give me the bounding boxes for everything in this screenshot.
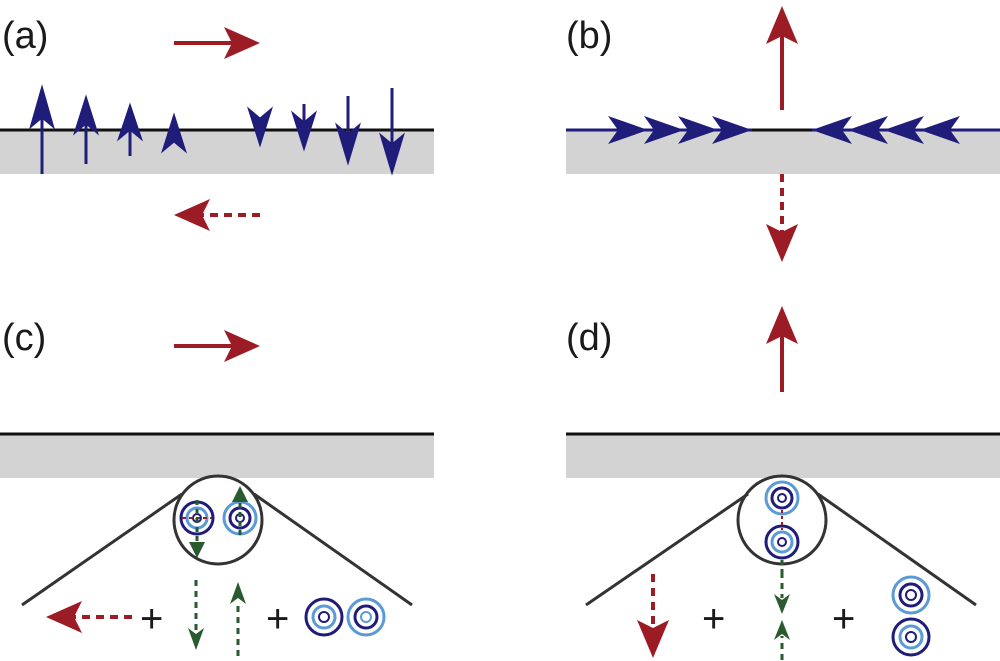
panel-c-green-down-arrow [188,580,204,650]
panel-c-plus-2: + [266,597,289,641]
panel-a-label: (a) [2,15,48,57]
panel-d-vortex-icons [891,575,931,657]
panel-a-forward-arrow [174,27,260,59]
panel-d-plus-1: + [702,597,725,641]
panel-b-substrate [566,130,1000,174]
panel-c-green-up-arrow [230,582,246,656]
panel-c-plus-1: + [140,597,163,641]
panel-b-down-dashed-arrow [766,174,798,262]
panel-b-label: (b) [566,15,612,57]
panel-d-plus-2: + [832,597,855,641]
panel-d-substrate [566,434,1000,478]
panel-c-substrate [0,434,434,478]
panel-c-vortex-icons [304,597,386,637]
panel-d-up-arrow [766,306,798,392]
panel-b-spin-arrows-right [566,116,752,144]
panel-c-label: (c) [2,317,46,359]
panel-b-spin-arrows-left [812,116,1000,144]
panel-d-dashed-red-arrow [637,574,669,658]
panel-d-green-down-arrow [774,572,790,614]
panel-c-dashed-red-arrow [46,601,132,633]
panel-a-substrate [0,130,434,174]
panel-a-backward-dashed-arrow [174,199,260,231]
panel-c-forward-arrow [174,330,260,362]
panel-d-vortex-pair [764,480,800,576]
panel-b: (b) [566,6,1000,262]
panel-a-spin-down-arrows [247,88,405,176]
panel-a: (a) [0,15,434,231]
panel-d-label: (d) [566,317,612,359]
panel-a-spin-up-arrows [29,84,187,174]
panel-d-green-up-arrow [774,620,790,660]
panel-c-vortex-pair [179,486,258,558]
panel-c-tip [21,474,413,607]
panel-c: (c) [0,317,434,656]
panel-b-up-arrow [766,6,798,110]
panel-d: (d) + [566,306,1000,660]
